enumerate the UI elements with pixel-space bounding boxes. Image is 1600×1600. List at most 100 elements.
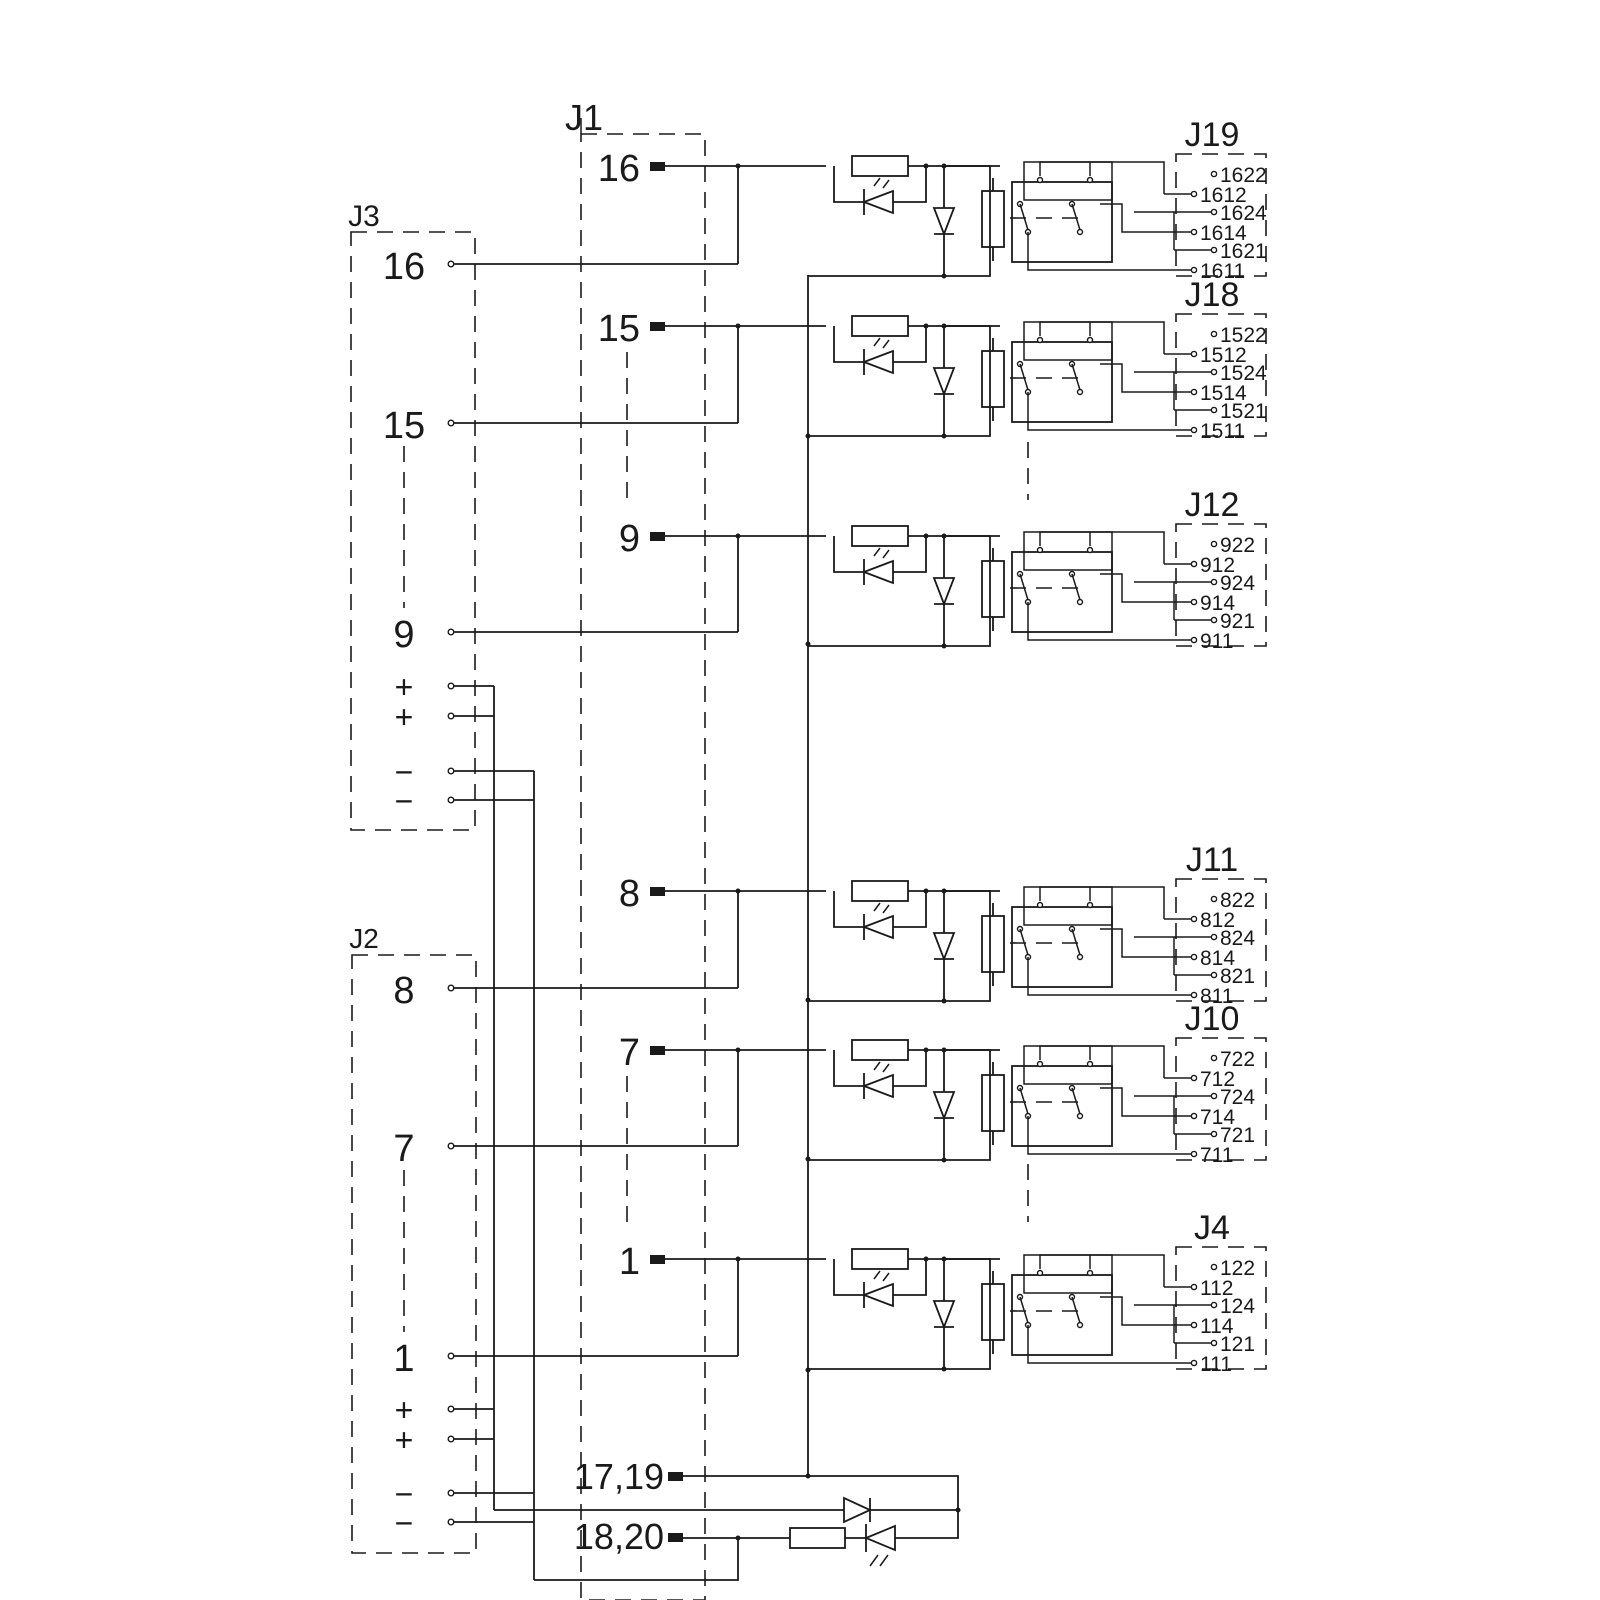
terminal-pin-label: 822 bbox=[1220, 889, 1255, 912]
led-ray bbox=[879, 1554, 889, 1567]
resistor bbox=[789, 1527, 846, 1549]
terminal-pin-label: 821 bbox=[1220, 965, 1255, 988]
switch-blade bbox=[1019, 1296, 1029, 1324]
terminal-pin-label: 1621 bbox=[1220, 240, 1267, 263]
output-wire bbox=[1027, 602, 1194, 641]
terminal-pin-label: 924 bbox=[1220, 572, 1255, 595]
supply-diode bbox=[843, 1496, 873, 1524]
wire bbox=[833, 891, 864, 928]
contact-terminal bbox=[1076, 953, 1084, 961]
terminal-pin-label: 912 bbox=[1200, 554, 1235, 577]
output-wire bbox=[1039, 161, 1165, 194]
led-ray bbox=[869, 1554, 879, 1567]
connector-j2-outline bbox=[351, 954, 477, 1554]
j2-power-label: − bbox=[395, 1476, 414, 1512]
j3-label: J3 bbox=[348, 200, 380, 233]
relay-coil bbox=[981, 560, 1005, 618]
j1-pin-label: 15 bbox=[598, 308, 640, 350]
connector-j3-outline bbox=[350, 231, 476, 831]
terminal-pin bbox=[1210, 1054, 1218, 1062]
connector-j1-outline bbox=[580, 133, 706, 1600]
terminal-pin bbox=[1210, 933, 1218, 941]
j2-power-terminal bbox=[447, 1435, 455, 1443]
wire bbox=[893, 1259, 927, 1296]
switch-blade bbox=[1071, 363, 1081, 391]
terminal-pin-label: 1514 bbox=[1200, 382, 1247, 405]
terminal-pin bbox=[1190, 426, 1198, 434]
led-ray bbox=[873, 547, 881, 557]
relay-module-label: J18 bbox=[1185, 276, 1240, 314]
wire bbox=[833, 166, 864, 203]
switch-blade bbox=[1071, 1087, 1081, 1115]
status-led bbox=[861, 189, 894, 215]
wire bbox=[833, 326, 864, 363]
led-ray bbox=[882, 904, 890, 914]
series-resistor bbox=[851, 155, 909, 177]
j2-pin-terminal bbox=[447, 1142, 455, 1150]
output-wire bbox=[1027, 392, 1194, 431]
status-led bbox=[861, 914, 894, 940]
terminal-pin-label: 1522 bbox=[1220, 324, 1267, 347]
j1-pin-terminal bbox=[650, 1046, 665, 1055]
output-wire bbox=[1100, 363, 1194, 393]
contact-terminal bbox=[1076, 598, 1084, 606]
contact-terminal bbox=[1086, 901, 1094, 909]
terminal-pin-label: 1612 bbox=[1200, 184, 1247, 207]
terminal-pin-label: 1614 bbox=[1200, 222, 1247, 245]
output-wire bbox=[1039, 1254, 1165, 1287]
j1-pin-terminal bbox=[650, 322, 665, 331]
relay-module-label: J10 bbox=[1185, 1000, 1240, 1038]
wire bbox=[833, 1050, 864, 1087]
terminal-pin bbox=[1210, 170, 1218, 178]
terminal-pin bbox=[1190, 350, 1198, 358]
wire bbox=[893, 326, 927, 363]
output-wire bbox=[1100, 1296, 1194, 1326]
j1-pin-label-18-20: 18,20 bbox=[574, 1516, 664, 1557]
j3-pin-label: 15 bbox=[383, 405, 425, 447]
status-led bbox=[861, 349, 894, 375]
terminal-pin-label: 824 bbox=[1220, 927, 1255, 950]
j1-pin-terminal bbox=[650, 1255, 665, 1264]
terminal-pin bbox=[1190, 1074, 1198, 1082]
terminal-pin-label: 911 bbox=[1200, 630, 1233, 653]
j3-pin-terminal bbox=[447, 419, 455, 427]
terminal-pin bbox=[1210, 1092, 1218, 1100]
contact-terminal bbox=[1076, 228, 1084, 236]
output-wire bbox=[1100, 203, 1194, 233]
terminal-pin bbox=[1210, 540, 1218, 548]
relay-coil bbox=[981, 1283, 1005, 1341]
coil-frame bbox=[808, 325, 991, 437]
terminal-pin-label: 714 bbox=[1200, 1106, 1235, 1129]
j3-power-label: − bbox=[395, 754, 414, 790]
contact-block bbox=[1011, 1065, 1113, 1147]
j3-power-terminal bbox=[447, 682, 455, 690]
j2-label: J2 bbox=[349, 923, 379, 954]
output-wire bbox=[1039, 1045, 1165, 1078]
j3-power-label: + bbox=[395, 699, 414, 735]
contact-terminal bbox=[1086, 1060, 1094, 1068]
terminal-pin bbox=[1210, 616, 1218, 624]
terminal-pin bbox=[1190, 1321, 1198, 1329]
terminal-pin bbox=[1190, 953, 1198, 961]
contact-terminal bbox=[1036, 176, 1044, 184]
terminal-pin bbox=[1190, 388, 1198, 396]
status-led bbox=[861, 559, 894, 585]
led-ray bbox=[873, 337, 881, 347]
contact-terminal bbox=[1086, 176, 1094, 184]
j3-power-label: − bbox=[395, 783, 414, 819]
led-ray bbox=[873, 177, 881, 187]
series-resistor bbox=[851, 880, 909, 902]
flyback-diode bbox=[932, 577, 956, 607]
terminal-pin bbox=[1210, 578, 1218, 586]
terminal-pin-label: 814 bbox=[1200, 947, 1235, 970]
output-wire bbox=[1039, 886, 1165, 919]
status-led bbox=[861, 1073, 894, 1099]
contact-terminal bbox=[1086, 1269, 1094, 1277]
contact-terminal bbox=[1036, 546, 1044, 554]
relay-module-label: J19 bbox=[1185, 116, 1240, 154]
terminal-pin bbox=[1190, 266, 1198, 274]
terminal-pin bbox=[1210, 1301, 1218, 1309]
status-led bbox=[861, 1282, 894, 1308]
